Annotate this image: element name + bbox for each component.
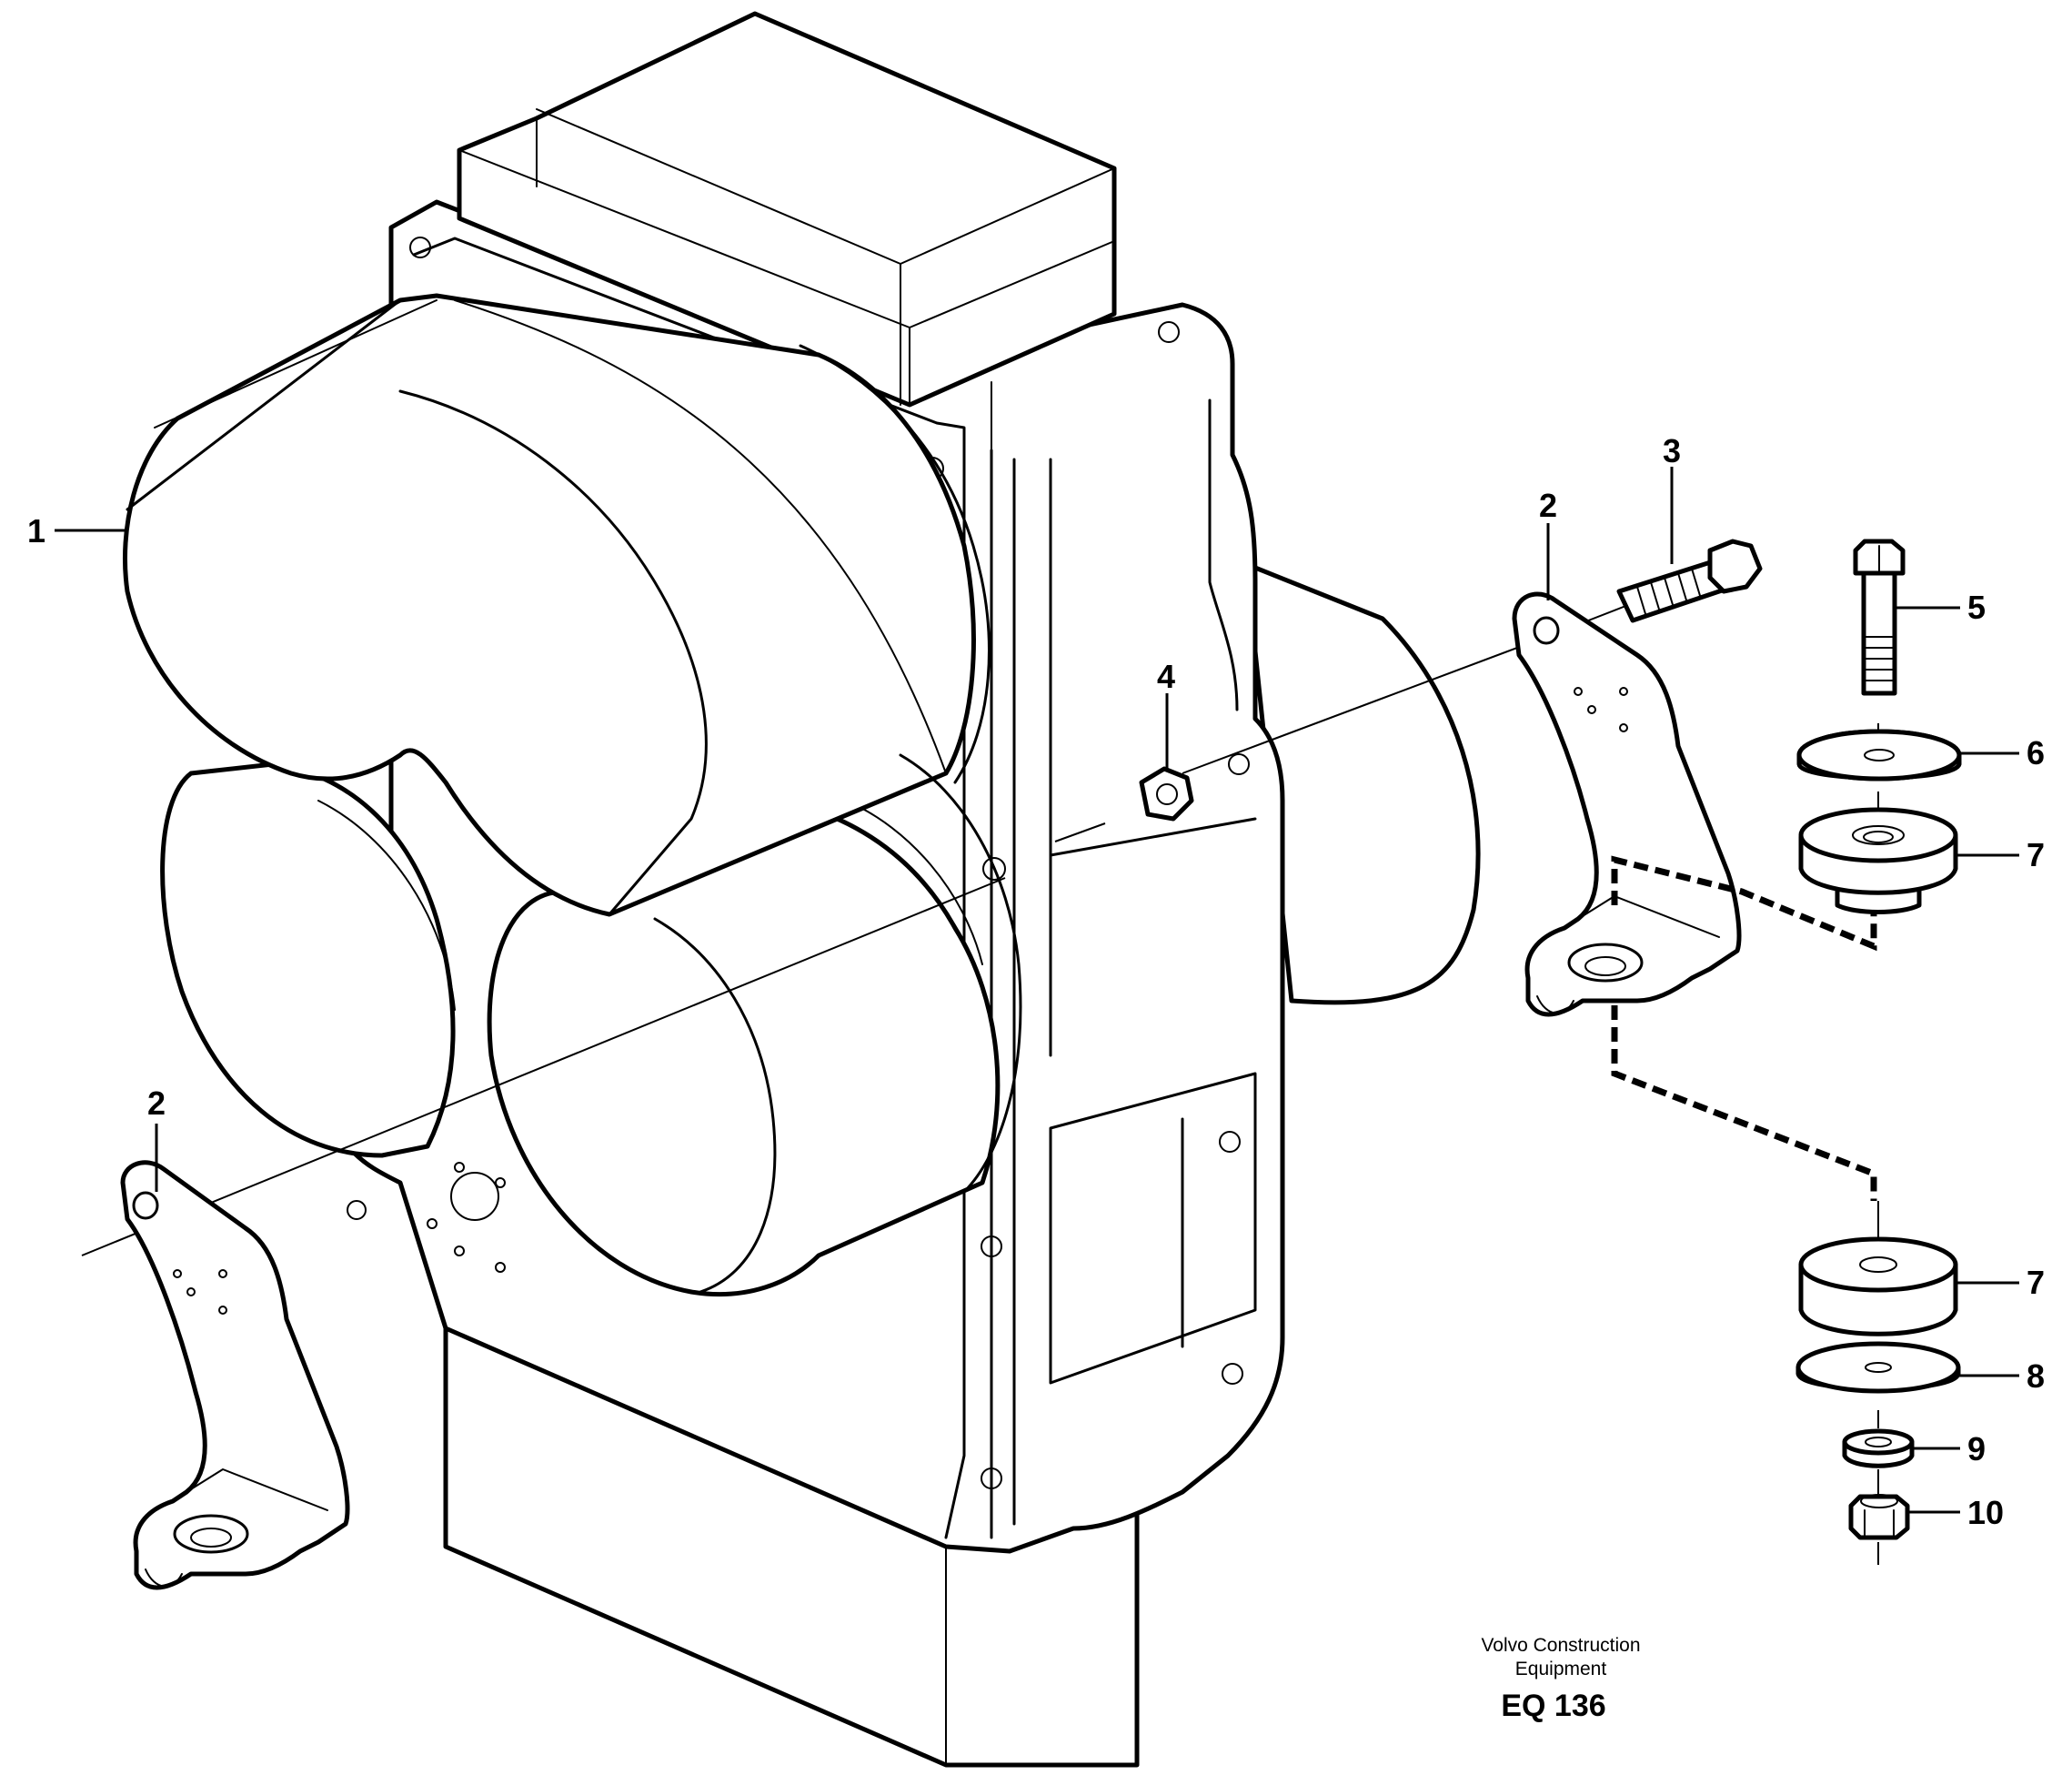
washer-9	[1842, 1428, 1915, 1468]
bolt-5	[1853, 539, 1906, 696]
washer-6	[1796, 729, 1962, 782]
callout-leaders	[55, 467, 2019, 1514]
brand-line-2: Equipment	[1515, 1659, 1607, 1679]
bracket-left	[120, 1160, 350, 1590]
callout-10: 10	[1967, 1494, 2004, 1531]
rubber-mount-7-lower	[1798, 1236, 1958, 1336]
nut-10	[1848, 1494, 1910, 1540]
brand-line-1: Volvo Construction	[1481, 1635, 1640, 1656]
callout-7-lower: 7	[2027, 1264, 2045, 1301]
callout-3: 3	[1663, 432, 1681, 469]
callout-2-right: 2	[1539, 487, 1557, 524]
callout-8: 8	[2027, 1357, 2045, 1395]
callout-1: 1	[27, 512, 45, 550]
figure-code: EQ 136	[1501, 1689, 1605, 1723]
callout-6: 6	[2027, 734, 2045, 772]
callout-2-left: 2	[147, 1084, 166, 1122]
callout-7-upper: 7	[2027, 836, 2045, 873]
bolt-3	[1616, 539, 1763, 623]
washer-8	[1795, 1341, 1961, 1394]
footer: Volvo Construction Equipment EQ 136	[1481, 1635, 1640, 1723]
callout-labels: 1 2 2 3 4 5 6 7 7 8 9 10	[27, 432, 2045, 1531]
bracket-right	[1512, 591, 1742, 1017]
nut-4	[1139, 766, 1194, 822]
rubber-mount-7-upper	[1798, 807, 1958, 914]
callout-4: 4	[1157, 658, 1175, 695]
filter-cylinders	[123, 293, 1022, 1297]
callout-9: 9	[1967, 1430, 1986, 1467]
dashed-connection-lines	[1611, 855, 1877, 1201]
callout-5: 5	[1967, 589, 1986, 626]
